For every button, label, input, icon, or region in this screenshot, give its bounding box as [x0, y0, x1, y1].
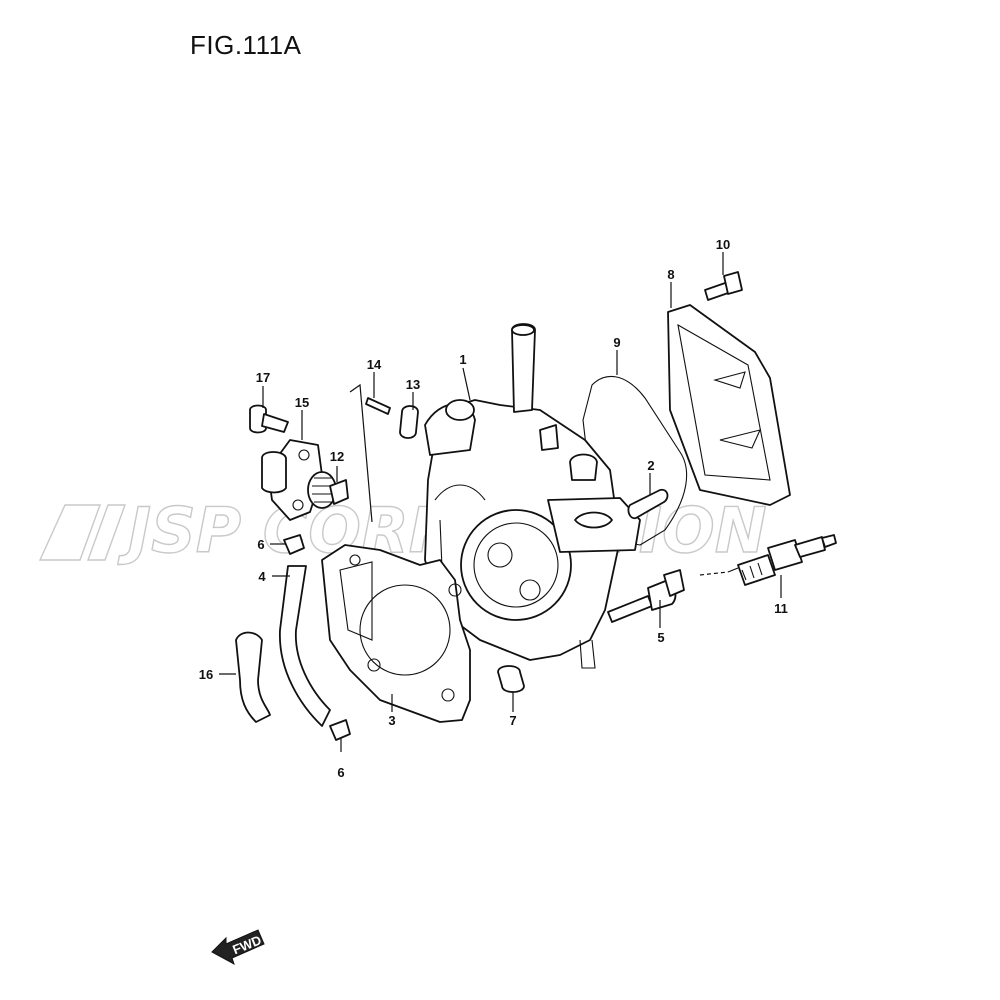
callout-1: 1: [459, 352, 466, 367]
forward-direction-arrow: FWD: [211, 929, 265, 966]
fwd-label: FWD: [230, 932, 263, 957]
pin-part-2[interactable]: [627, 488, 669, 520]
spark-plug-part[interactable]: [727, 534, 837, 586]
thermostat-cover-part[interactable]: [261, 439, 323, 521]
hose-clip-part-6-upper[interactable]: [283, 534, 305, 555]
head-cover-part[interactable]: [667, 304, 791, 506]
callout-6-upper: 6: [257, 537, 264, 552]
callout-8: 8: [667, 267, 674, 282]
callout-14: 14: [367, 357, 382, 372]
callout-3: 3: [388, 713, 395, 728]
collar-part-13[interactable]: [399, 405, 419, 439]
bolt-part-10[interactable]: [704, 271, 743, 301]
callout-labels: 1 2 3 4 5 6 6 7 8 9 10 11 12 13 14 15 16…: [199, 237, 788, 780]
callout-7: 7: [509, 713, 516, 728]
figure-title: FIG.111A: [190, 30, 302, 60]
bolt-part-5[interactable]: [607, 569, 685, 623]
callout-12: 12: [330, 449, 344, 464]
thermostat-part[interactable]: [307, 471, 349, 509]
hose-part-16[interactable]: [235, 631, 271, 723]
callout-16: 16: [199, 667, 213, 682]
cylinder-head-part[interactable]: [424, 323, 641, 669]
leader-lines: [219, 252, 782, 752]
callout-15: 15: [295, 395, 309, 410]
callout-11: 11: [774, 601, 788, 616]
hose-clip-part-6-lower[interactable]: [329, 719, 351, 741]
callout-13: 13: [406, 377, 420, 392]
bolt-part-14[interactable]: [365, 397, 391, 415]
callout-2: 2: [647, 458, 654, 473]
bolt-part-17[interactable]: [249, 404, 289, 434]
dowel-part-7[interactable]: [497, 665, 525, 693]
hose-part-4[interactable]: [279, 565, 331, 727]
callout-9: 9: [613, 335, 620, 350]
callout-17: 17: [256, 370, 270, 385]
head-gasket-part[interactable]: [321, 544, 471, 723]
callout-10: 10: [716, 237, 730, 252]
callout-4: 4: [258, 569, 266, 584]
callout-6-lower: 6: [337, 765, 344, 780]
callout-5: 5: [657, 630, 664, 645]
